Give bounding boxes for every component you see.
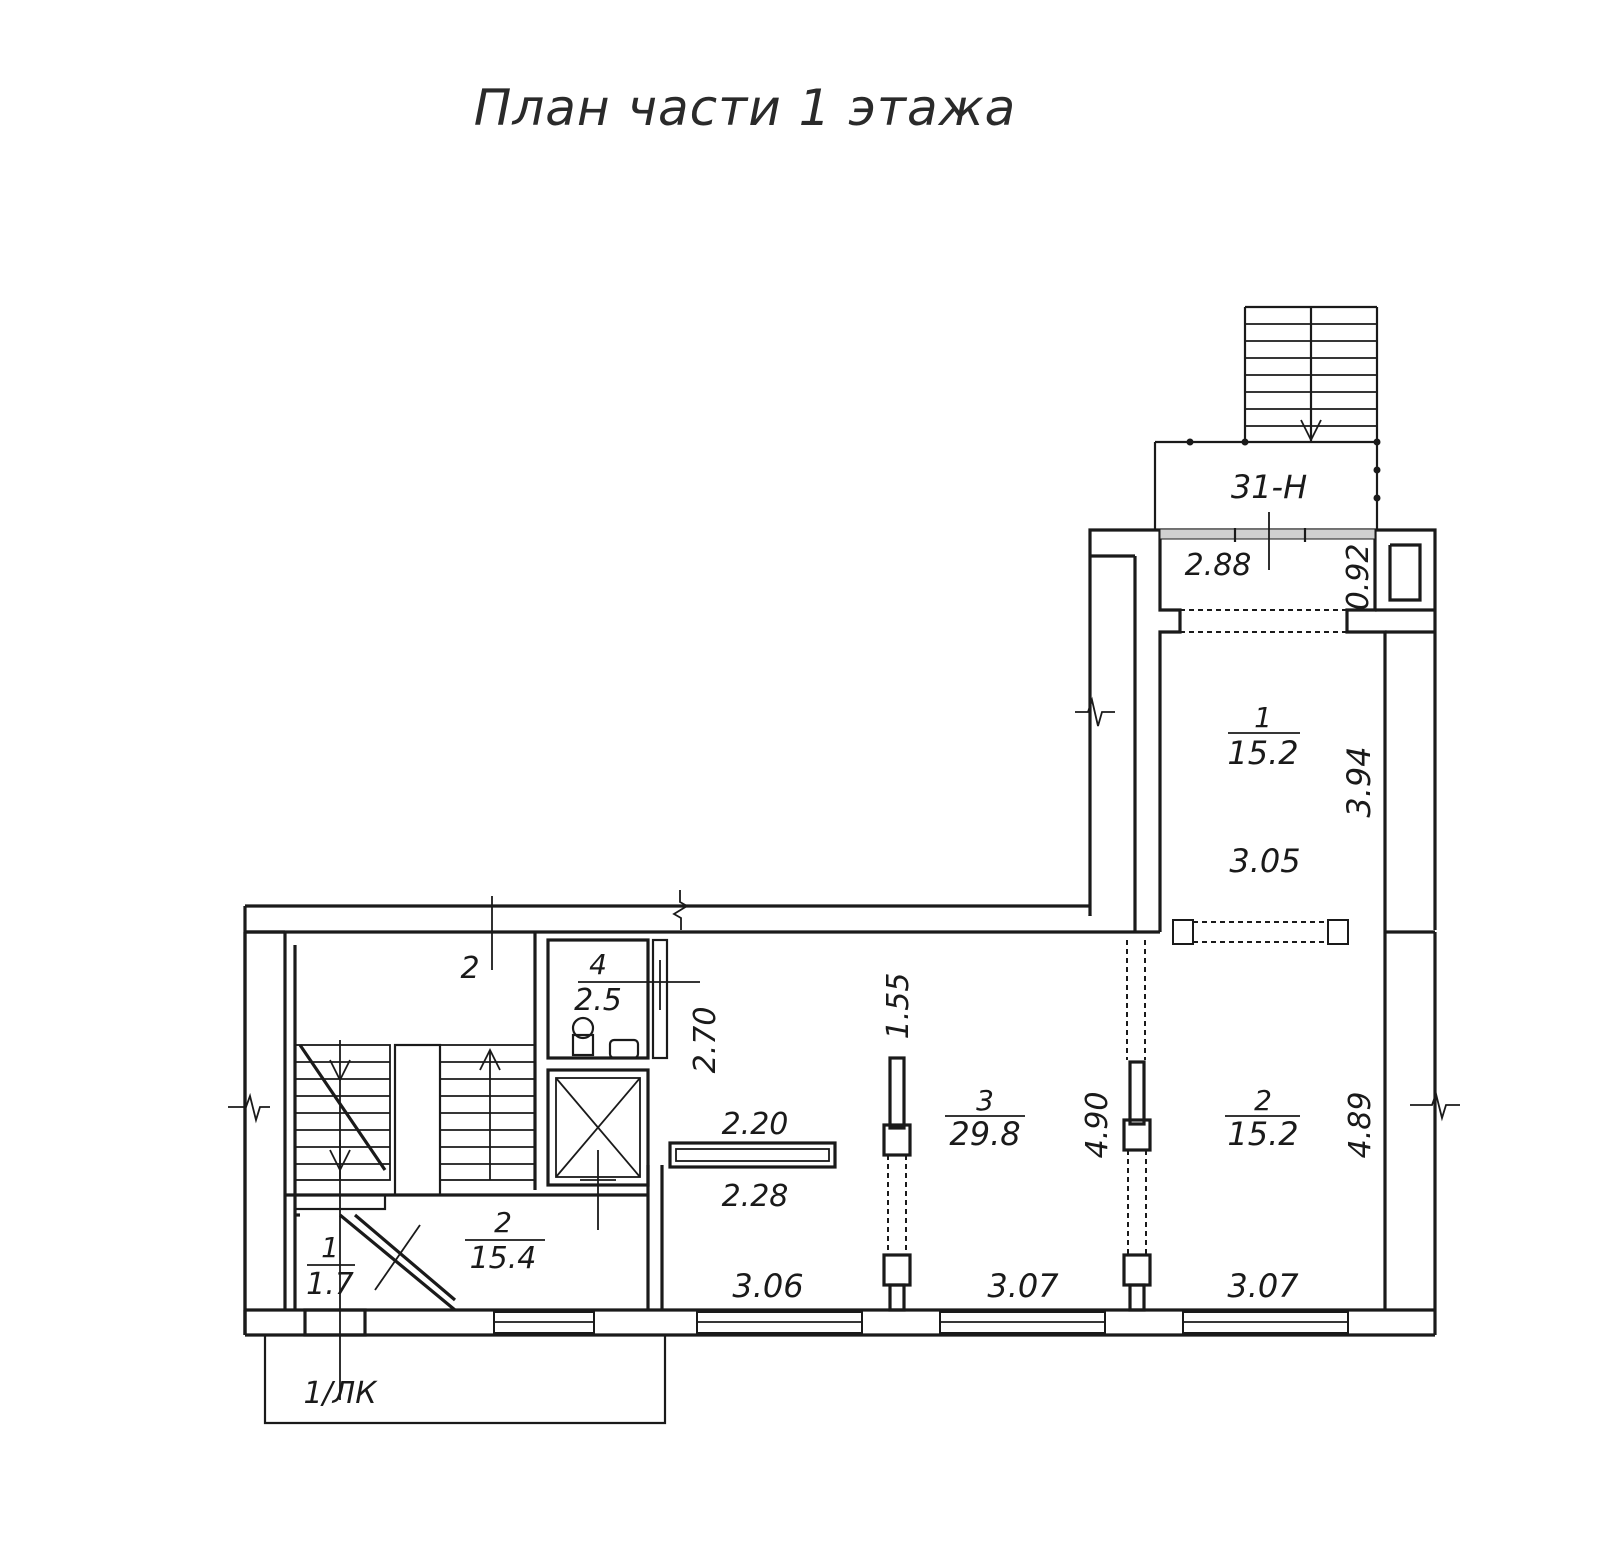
- vestibule-number: 1: [321, 1231, 339, 1264]
- room-4-number: 4: [589, 948, 607, 981]
- front-wall: [228, 1092, 1435, 1337]
- dim-partition-top: 2.20: [722, 1107, 789, 1142]
- dim-partition-bottom: 2.28: [722, 1179, 789, 1214]
- dim-room-3-right-width: 3.07: [987, 1267, 1059, 1305]
- room-3: 2.20 2.28 1.55 3 29.8 4.90: [668, 940, 1152, 1312]
- porch-label: 1/ЛК: [303, 1376, 378, 1411]
- room-2-number: 2: [1254, 1084, 1272, 1117]
- vestibule-area: 1.7: [306, 1267, 354, 1302]
- exterior-stairs: [1243, 305, 1379, 530]
- entrance-code-label: 31-Н: [1231, 468, 1307, 506]
- dim-room-2-depth: 4.89: [1343, 1092, 1378, 1159]
- dim-landing-width: 2.88: [1185, 548, 1252, 583]
- upper-wing-walls: [1075, 512, 1437, 932]
- porch: [263, 1335, 667, 1425]
- dim-landing-depth: 0.92: [1341, 544, 1376, 611]
- corridor-number: 2: [460, 951, 479, 986]
- room-1-number: 1: [1254, 701, 1272, 734]
- dim-wc-depth: 2.70: [688, 1007, 723, 1074]
- dim-room-1-width: 3.05: [1229, 842, 1300, 880]
- room-2-area: 15.2: [1227, 1115, 1298, 1153]
- hall-2: 2 15.4 1 1.7: [285, 1165, 664, 1310]
- room-4-wc: 4 2.5: [546, 938, 700, 1230]
- room-1: 1 15.2 3.94 3.05: [1227, 701, 1378, 880]
- dim-pier-height: 1.55: [881, 973, 916, 1040]
- dim-room-3-left-width: 3.06: [732, 1267, 803, 1305]
- plan-title: План части 1 этажа: [474, 79, 1017, 137]
- dim-room-2-width: 3.07: [1227, 1267, 1299, 1305]
- room-2: 2 15.2 4.89: [1225, 932, 1460, 1335]
- dim-room-1-depth: 3.94: [1340, 746, 1378, 817]
- room-3-area: 29.8: [949, 1115, 1020, 1153]
- hall-area: 15.4: [470, 1241, 537, 1276]
- entrance-landing: [1153, 438, 1381, 530]
- room-4-area: 2.5: [574, 983, 622, 1018]
- stairwell: [243, 930, 537, 1400]
- hall-number: 2: [494, 1206, 512, 1239]
- dim-room-3-depth: 4.90: [1080, 1092, 1115, 1159]
- room-1-area: 15.2: [1227, 734, 1298, 772]
- room-3-number: 3: [976, 1084, 994, 1117]
